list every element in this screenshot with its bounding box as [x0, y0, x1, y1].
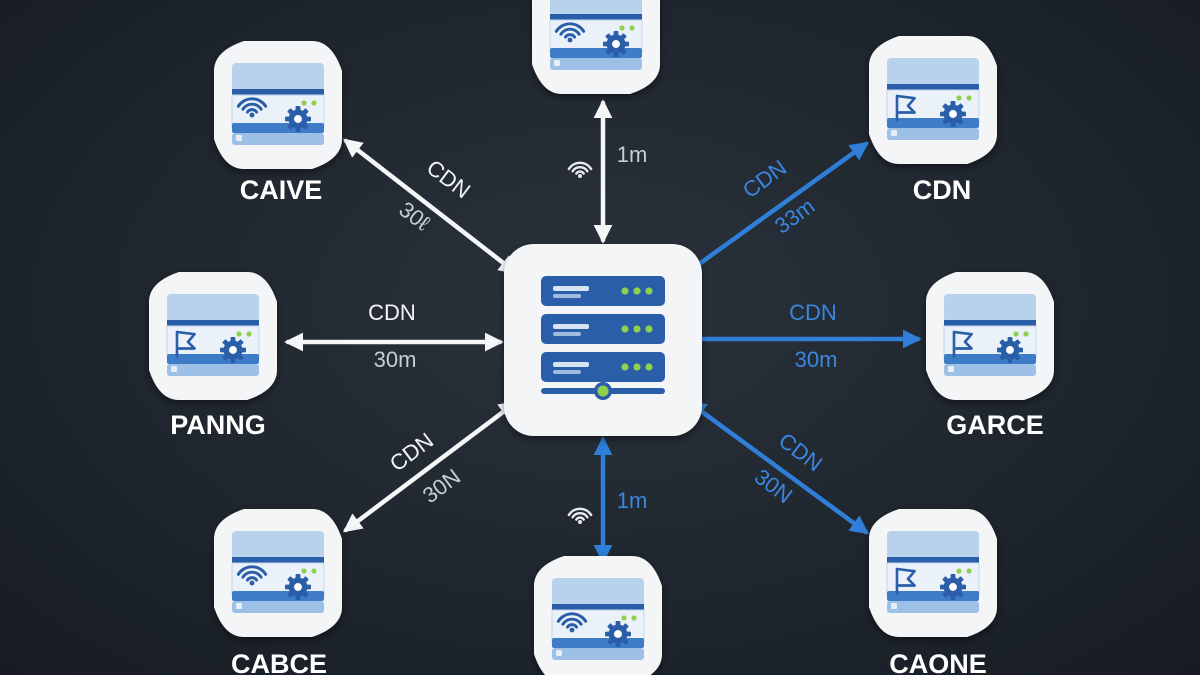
edge-value: 30N: [750, 464, 797, 508]
hub-server: [504, 244, 702, 436]
server-icon: [549, 0, 643, 70]
gear-icon: [605, 621, 631, 647]
node-label: CAIVE: [240, 175, 323, 205]
node-label: GARCE: [946, 410, 1044, 440]
edge-line: [343, 138, 518, 275]
edge-label: CDN: [738, 155, 791, 203]
edge-value: 30m: [795, 347, 838, 372]
gear-icon: [940, 574, 966, 600]
server-icon: [551, 578, 645, 660]
edge-value: 1m: [617, 488, 648, 513]
wifi-icon: [554, 22, 586, 43]
node-top: [532, 0, 660, 94]
edge-label: CDN: [368, 300, 416, 325]
wifi-icon: [567, 161, 593, 178]
node-bottom-right: CAONE: [869, 509, 997, 675]
edge-label: CDN: [422, 155, 475, 204]
edge-value: 30ℓ: [394, 197, 435, 237]
flag-icon: [952, 330, 973, 358]
server-icon: [886, 58, 980, 140]
server-rack-icon: [541, 276, 665, 400]
edge-top: 1m: [567, 99, 648, 244]
gear-icon: [220, 337, 246, 363]
flag-icon: [175, 330, 196, 358]
gear-icon: [603, 31, 629, 57]
node-left: PANNG: [149, 272, 277, 440]
server-icon: [231, 531, 325, 613]
server-icon: [943, 294, 1037, 376]
edge-value: 30m: [374, 347, 417, 372]
edge-left: CDN 30m: [284, 300, 504, 372]
node-top-right: CDN: [869, 36, 997, 205]
edge-right: CDN 30m: [700, 300, 922, 372]
edge-bottom: 1m: [567, 436, 648, 564]
flag-icon: [895, 567, 916, 595]
gear-icon: [940, 101, 966, 127]
server-icon: [166, 294, 260, 376]
flag-icon: [895, 94, 916, 122]
edge-line: [685, 141, 870, 275]
nodes-layer: CAIVE CDN PANNG GARCE CABCE CAONE: [149, 0, 1054, 675]
edge-line: [342, 400, 519, 533]
server-icon: [886, 531, 980, 613]
gear-icon: [997, 337, 1023, 363]
edge-value: 33m: [770, 193, 819, 238]
node-right: GARCE: [926, 272, 1054, 440]
edge-line: [686, 400, 870, 535]
node-top-left: CAIVE: [214, 41, 342, 205]
edge-value: 1m: [617, 142, 648, 167]
node-label: PANNG: [170, 410, 266, 440]
server-icon: [231, 63, 325, 145]
node-bottom-left: CABCE: [214, 509, 342, 675]
node-label: CDN: [913, 175, 972, 205]
node-label: CAONE: [889, 649, 987, 675]
wifi-icon: [556, 612, 588, 633]
wifi-icon: [236, 97, 268, 118]
node-bottom: [534, 556, 662, 675]
gear-icon: [285, 574, 311, 600]
wifi-icon: [236, 565, 268, 586]
gear-icon: [285, 106, 311, 132]
edge-label: CDN: [789, 300, 837, 325]
node-label: CABCE: [231, 649, 327, 675]
wifi-icon: [567, 507, 593, 524]
